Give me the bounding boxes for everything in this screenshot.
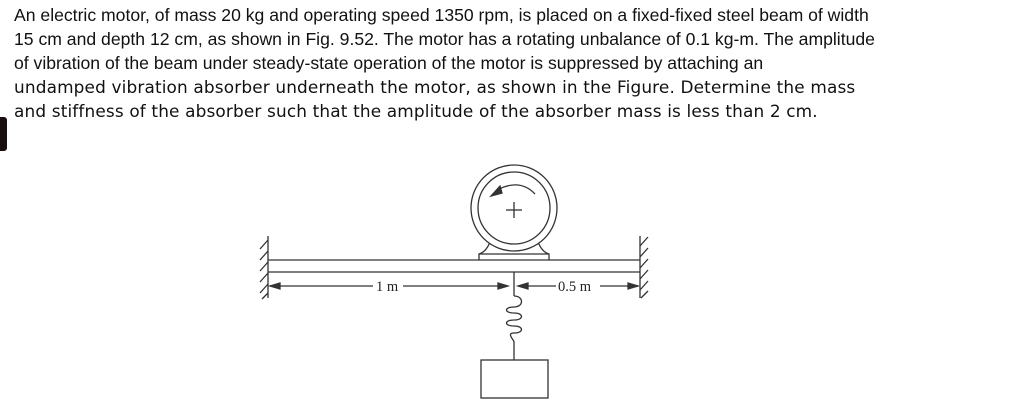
problem-line-3: of vibration of the beam under steady-st… <box>14 53 764 73</box>
right-span-label: 0.5 m <box>558 279 592 295</box>
dimension-lines <box>267 282 641 290</box>
problem-statement: An electric motor, of mass 20 kg and ope… <box>14 3 1009 123</box>
left-span-label: 1 m <box>376 279 399 295</box>
problem-line-4: undamped vibration absorber underneath t… <box>14 77 856 97</box>
fixed-wall-right <box>639 236 649 299</box>
problem-line-1: An electric motor, of mass 20 kg and ope… <box>14 5 869 25</box>
center-cross-icon <box>506 202 522 218</box>
fixed-wall-left <box>259 236 269 300</box>
motor <box>470 164 558 260</box>
absorber-mass <box>480 359 549 399</box>
beam <box>268 259 640 273</box>
problem-line-5: and stiffness of the absorber such that … <box>14 101 818 121</box>
absorber-spring <box>505 272 523 360</box>
problem-line-2: 15 cm and depth 12 cm, as shown in Fig. … <box>14 29 875 49</box>
margin-marker <box>0 117 7 151</box>
rotation-arrow-icon <box>489 184 536 198</box>
